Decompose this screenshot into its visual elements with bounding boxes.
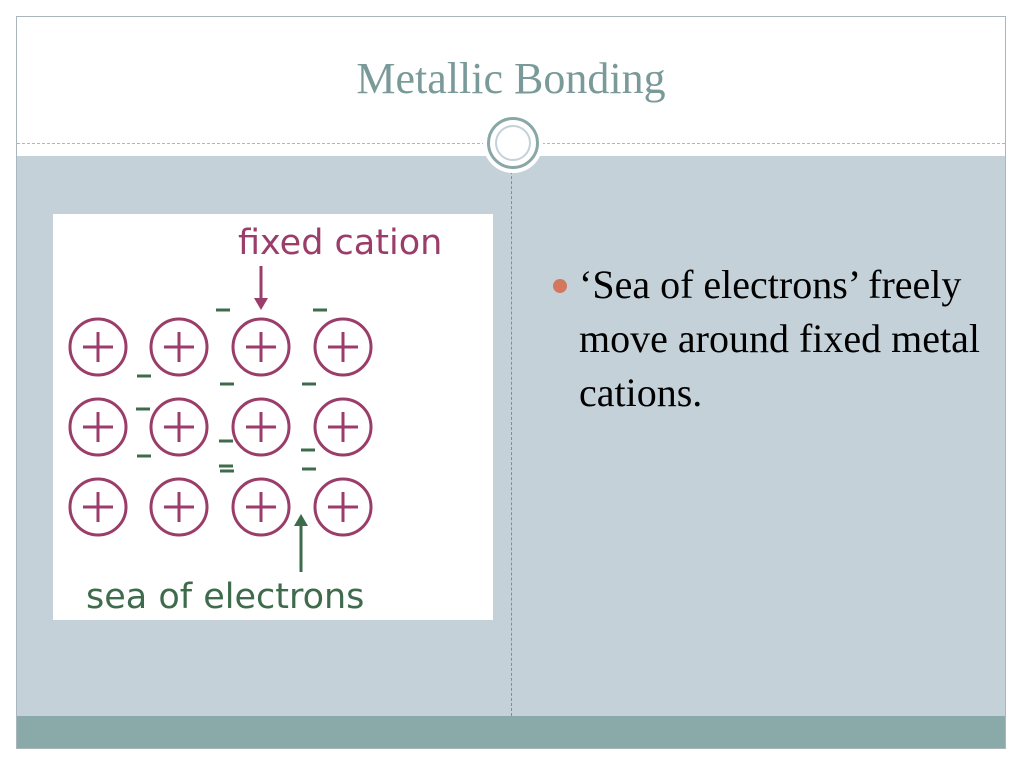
arrow-up-icon — [294, 514, 308, 572]
cation-grid — [68, 317, 373, 537]
bullet-list: ‘Sea of electrons’ freely move around fi… — [547, 258, 987, 420]
cation — [313, 397, 373, 457]
slide: Metallic Bonding fixed cation sea of ele… — [16, 16, 1006, 749]
cation — [231, 477, 291, 537]
diagram-svg: fixed cation sea of electrons — [68, 223, 442, 617]
arrow-down-icon — [254, 266, 268, 310]
cation — [231, 397, 291, 457]
cation — [313, 477, 373, 537]
bullet-text: ‘Sea of electrons’ freely move around fi… — [579, 262, 980, 415]
bullet-item: ‘Sea of electrons’ freely move around fi… — [547, 258, 987, 420]
bullet-dot-icon — [553, 279, 567, 293]
fixed-cation-label: fixed cation — [238, 223, 442, 263]
cation — [231, 317, 291, 377]
footer-bar — [17, 716, 1005, 748]
cation — [68, 477, 128, 537]
content-area: fixed cation sea of electrons ‘Sea of el… — [17, 156, 1005, 716]
cation — [149, 317, 209, 377]
cation — [313, 317, 373, 377]
ring-ornament-icon — [483, 113, 543, 173]
cation — [149, 477, 209, 537]
cation — [68, 317, 128, 377]
slide-title: Metallic Bonding — [356, 54, 666, 103]
sea-of-electrons-label: sea of electrons — [86, 577, 364, 617]
electron-sea — [136, 308, 327, 473]
cation — [149, 397, 209, 457]
cation — [68, 397, 128, 457]
metallic-bonding-diagram: fixed cation sea of electrons — [53, 214, 493, 620]
column-divider — [511, 156, 512, 716]
